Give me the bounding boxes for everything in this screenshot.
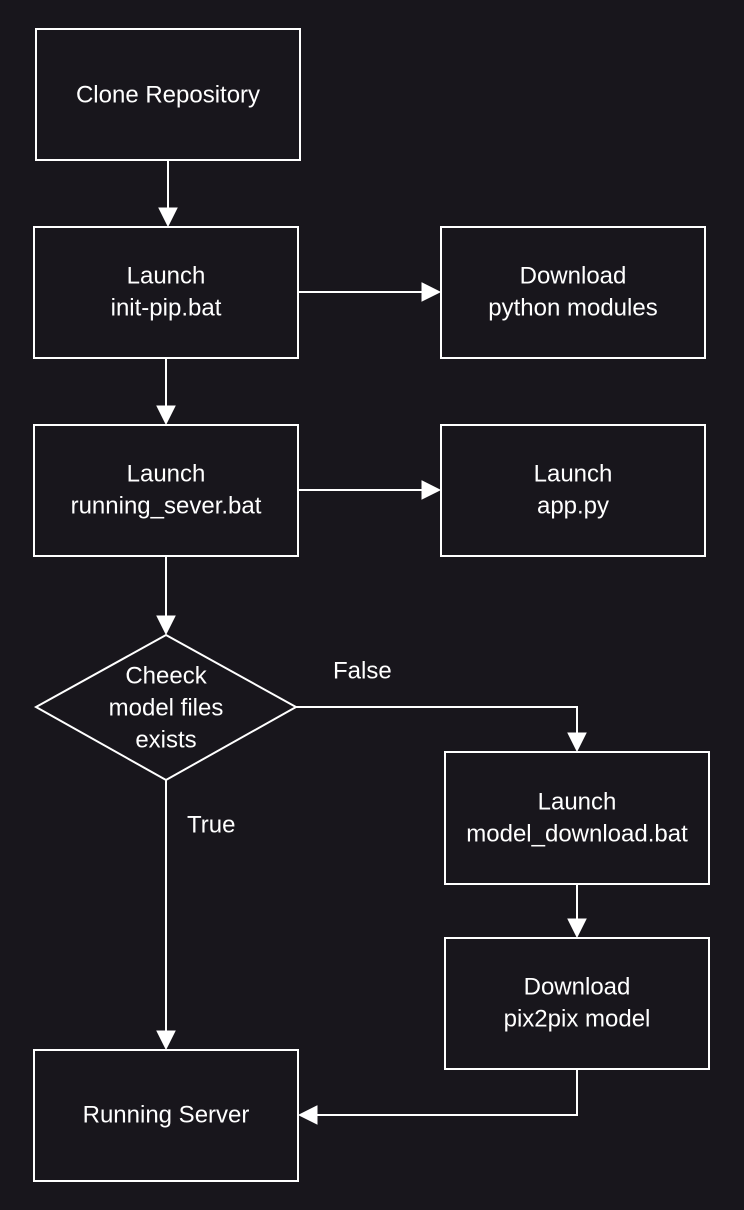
node-launch-init-pip: Launch init-pip.bat (33, 226, 299, 359)
arrowhead-check-true-to-running-server (156, 1030, 176, 1051)
node-launch-model-download-line2: model_download.bat (466, 821, 688, 848)
node-launch-app-py-box (440, 424, 706, 557)
node-launch-model-download: Launch model_download.bat (444, 751, 710, 885)
edge-pix2pix-to-running-server (313, 1069, 578, 1116)
node-running-server: Running Server (33, 1049, 299, 1182)
node-check-model-files-line1: Cheeck (125, 663, 207, 690)
true-label: True (187, 812, 235, 839)
arrowhead-init-pip-to-running-server-bat (156, 405, 176, 426)
node-launch-model-download-line1: Launch (538, 789, 617, 816)
node-launch-model-download-box (444, 751, 710, 885)
arrowhead-clone-to-init-pip (158, 207, 178, 228)
node-launch-init-pip-line1: Launch (127, 263, 206, 290)
node-download-python-modules-line2: python modules (488, 295, 657, 322)
node-launch-init-pip-line2: init-pip.bat (111, 295, 222, 322)
arrowhead-model-download-to-pix2pix (567, 918, 587, 939)
false-label: False (333, 658, 392, 685)
node-launch-app-py-line1: Launch (534, 461, 613, 488)
node-check-model-files: Cheeck model files exists (33, 633, 299, 782)
node-download-pix2pix-line1: Download (524, 974, 631, 1001)
node-check-model-files-diamond (33, 633, 299, 782)
node-download-python-modules: Download python modules (440, 226, 706, 359)
node-download-pix2pix-box (444, 937, 710, 1070)
node-launch-app-py: Launch app.py (440, 424, 706, 557)
node-launch-app-py-line2: app.py (537, 493, 609, 520)
node-download-python-modules-line1: Download (520, 263, 627, 290)
node-running-server-box (33, 1049, 299, 1182)
node-clone-repository-label: Clone Repository (76, 82, 260, 109)
node-clone-repository: Clone Repository (35, 28, 301, 161)
node-clone-repository-box (35, 28, 301, 161)
node-download-pix2pix: Download pix2pix model (444, 937, 710, 1070)
arrowhead-check-false-to-model-download (567, 732, 587, 753)
node-running-server-label: Running Server (83, 1102, 250, 1129)
node-launch-running-server-bat-line1: Launch (127, 461, 206, 488)
arrowhead-running-server-bat-to-app-py (421, 480, 442, 500)
node-download-pix2pix-line2: pix2pix model (504, 1006, 651, 1033)
node-launch-running-server-bat-box (33, 424, 299, 557)
arrowhead-running-server-bat-to-check (156, 615, 176, 636)
node-download-python-modules-box (440, 226, 706, 359)
edges (156, 161, 587, 1125)
arrowhead-init-pip-to-download-modules (421, 282, 442, 302)
node-check-model-files-line2: model files (109, 695, 224, 722)
node-launch-init-pip-box (33, 226, 299, 359)
edge-check-false-to-model-download (296, 706, 578, 737)
node-launch-running-server-bat: Launch running_sever.bat (33, 424, 299, 557)
arrowhead-pix2pix-to-running-server (297, 1105, 318, 1125)
node-check-model-files-line3: exists (135, 727, 196, 754)
node-launch-running-server-bat-line2: running_sever.bat (71, 493, 262, 520)
